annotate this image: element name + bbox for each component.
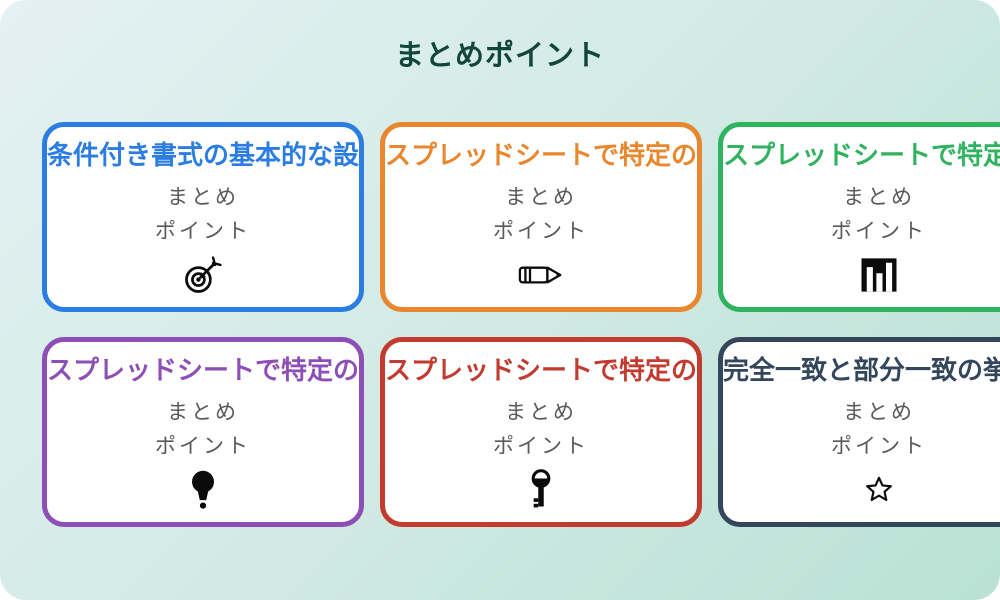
- summary-card-5: スプレッドシートで特定の まとめ ポイント: [380, 337, 703, 527]
- card-grid: 条件付き書式の基本的な設 まとめ ポイント スプレッドシートで特定の: [42, 122, 1000, 527]
- bar-chart-icon: [723, 252, 1000, 298]
- card-title: スプレッドシートで特定の: [385, 140, 698, 170]
- card-body: まとめ ポイント: [723, 181, 1000, 249]
- card-title: スプレッドシートで特定の: [385, 355, 698, 385]
- key-icon: [385, 467, 697, 513]
- dart-target-icon: [47, 252, 359, 298]
- card-title: 条件付き書式の基本的な設: [47, 140, 360, 170]
- card-body-line: ポイント: [155, 435, 251, 459]
- card-title: スプレッドシートで特定の: [47, 355, 360, 385]
- card-body-line: ポイント: [493, 435, 590, 459]
- card-body: まとめ ポイント: [723, 396, 1000, 464]
- card-body: まとめ ポイント: [385, 181, 697, 249]
- card-body-line: ポイント: [155, 220, 251, 244]
- card-body-line: まとめ: [505, 401, 578, 425]
- card-body-line: まとめ: [843, 186, 916, 210]
- card-body-line: まとめ: [167, 401, 239, 425]
- card-body: まとめ ポイント: [47, 181, 359, 249]
- card-body: まとめ ポイント: [385, 396, 697, 464]
- page-title: まとめポイント: [394, 40, 605, 72]
- card-body-line: まとめ: [843, 401, 916, 425]
- summary-card-4: スプレッドシートで特定の まとめ ポイント: [42, 337, 365, 527]
- card-title: 完全一致と部分一致の挙動: [723, 355, 1000, 385]
- card-body: まとめ ポイント: [47, 396, 359, 464]
- summary-card-2: スプレッドシートで特定の まとめ ポイント: [380, 122, 703, 312]
- card-title: スプレッドシートで特定の: [723, 140, 1000, 170]
- card-body-line: まとめ: [167, 186, 239, 210]
- card-body-line: ポイント: [831, 220, 928, 244]
- star-icon: [723, 467, 1000, 513]
- card-body-line: ポイント: [493, 220, 590, 244]
- summary-card-6: 完全一致と部分一致の挙動 まとめ ポイント: [718, 337, 1000, 527]
- summary-card-3: スプレッドシートで特定の まとめ ポイント: [718, 122, 1000, 312]
- card-body-line: まとめ: [505, 186, 578, 210]
- card-body-line: ポイント: [831, 435, 928, 459]
- pencil-icon: [385, 252, 697, 298]
- lightbulb-icon: [47, 467, 359, 513]
- summary-card-1: 条件付き書式の基本的な設 まとめ ポイント: [42, 122, 365, 312]
